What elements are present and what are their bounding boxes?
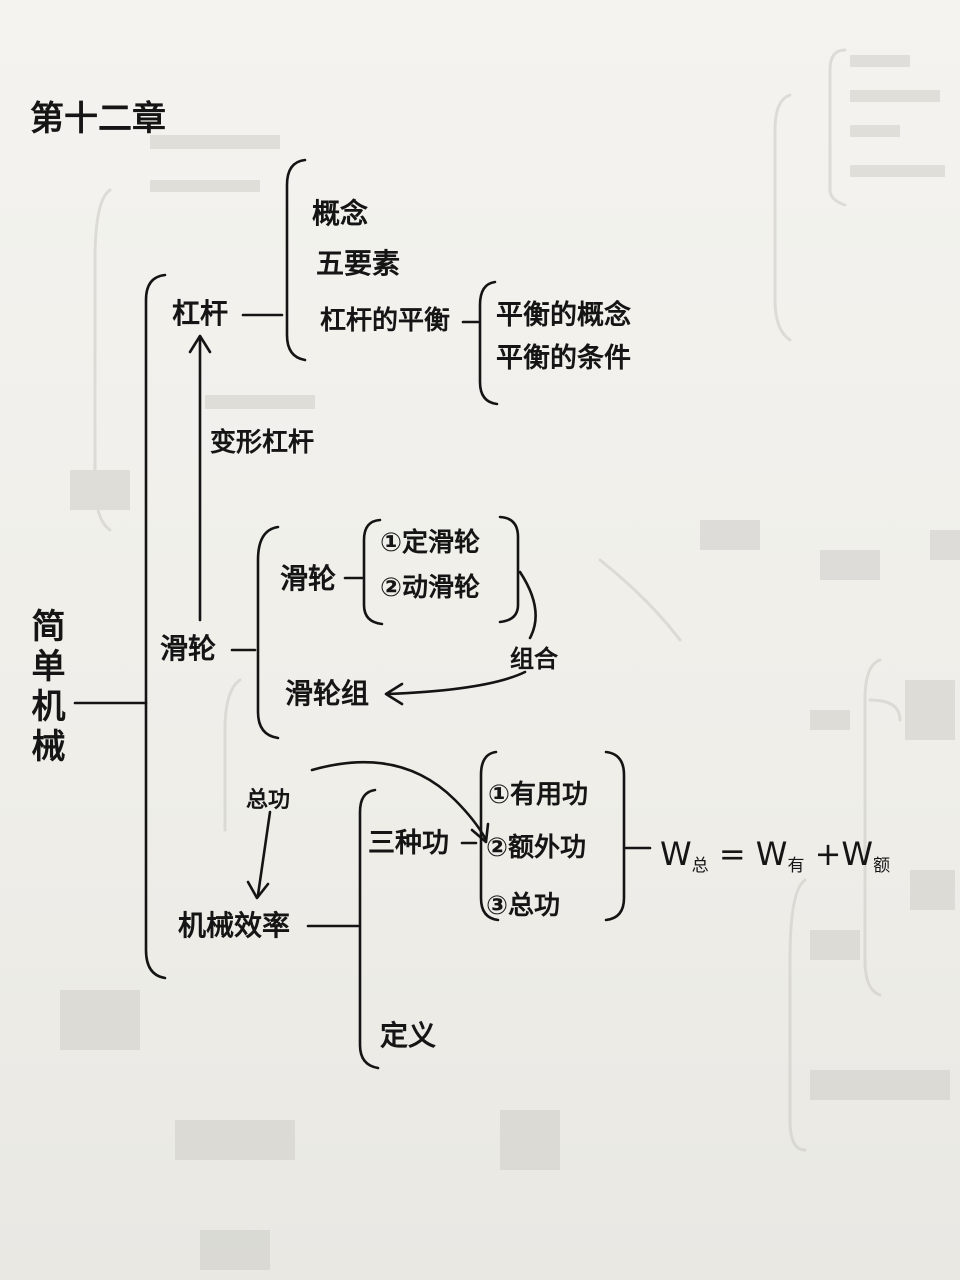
- lever-item-five-elements: 五要素: [316, 247, 401, 280]
- formula-sub-total: 总: [691, 856, 709, 876]
- work-brace-right: [604, 750, 626, 922]
- chapter-title: 第十二章: [30, 99, 166, 139]
- fixed-pulley: ①定滑轮: [380, 528, 481, 558]
- useful-work: ①有用功: [488, 780, 589, 810]
- formula-sub-extra: 额: [873, 856, 891, 876]
- formula-w-total: W: [660, 835, 692, 873]
- formula-equals: =: [718, 835, 746, 873]
- formula-w-extra: W: [841, 835, 874, 873]
- note-arrowhead: [246, 880, 270, 900]
- combine-arrow: [386, 670, 527, 696]
- transform-arrowhead: [188, 334, 212, 354]
- balance-brace: [478, 280, 499, 406]
- balance-condition: 平衡的条件: [496, 343, 631, 374]
- total-work-note: 总功: [246, 788, 291, 813]
- pulley-sub-node: 滑轮: [280, 562, 337, 595]
- pulley-group: 滑轮组: [285, 677, 370, 710]
- lever-brace: [285, 158, 307, 362]
- efficiency-formula: W总 = W有 +W额: [660, 838, 890, 875]
- three-work-node: 三种功: [368, 828, 449, 859]
- definition-node: 定义: [380, 1019, 437, 1052]
- total-work: ③总功: [486, 891, 561, 921]
- efficiency-node: 机械效率: [178, 909, 291, 942]
- combine-arrowhead: [384, 682, 404, 706]
- balance-concept: 平衡的概念: [496, 300, 631, 331]
- efficiency-brace: [358, 788, 380, 1070]
- note-arrow: [256, 810, 272, 897]
- combine-line: [518, 570, 537, 640]
- work-brace-left: [479, 750, 500, 922]
- movable-pulley: ②动滑轮: [380, 573, 481, 603]
- lever-item-balance: 杠杆的平衡: [320, 306, 451, 336]
- extra-work: ②额外功: [486, 833, 587, 863]
- lever-item-concept: 概念: [312, 197, 369, 230]
- note-to-work-arrow: [310, 760, 487, 840]
- pulley-node: 滑轮: [160, 632, 217, 665]
- pulley-kinds-brace-right: [498, 515, 520, 624]
- lever-node: 杠杆: [172, 297, 229, 330]
- main-brace: [144, 273, 167, 980]
- pulley-brace: [256, 525, 280, 740]
- root-node: 简单机械: [25, 608, 65, 768]
- formula-w-useful: W: [755, 835, 788, 873]
- combine-label: 组合: [510, 645, 558, 673]
- formula-plus: +: [814, 835, 842, 873]
- formula-sub-useful: 有: [787, 856, 805, 876]
- note-to-work-arrowhead: [470, 822, 490, 844]
- transform-label: 变形杠杆: [210, 428, 315, 458]
- pulley-kinds-brace-left: [362, 518, 384, 626]
